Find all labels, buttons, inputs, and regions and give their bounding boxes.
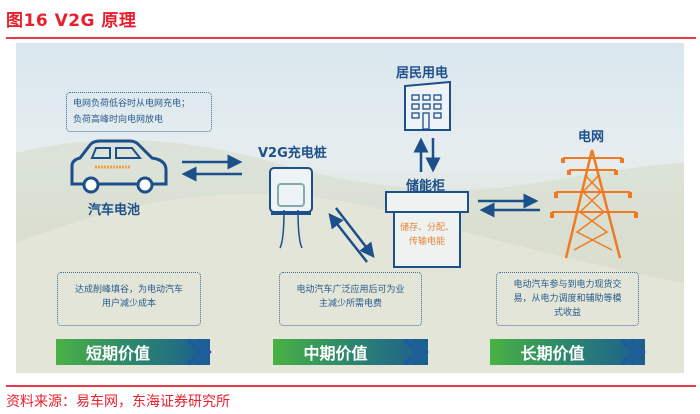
storage-cabinet-icon — [385, 191, 469, 268]
figure-title: 图16 V2G 原理 — [6, 11, 137, 31]
residential-building-icon — [404, 80, 451, 131]
desc-line: 易，从电力调度和辅助等模 — [513, 294, 622, 304]
source-note: 资料来源：易车网，东海证券研究所 — [6, 394, 230, 410]
storage-desc-line-1: 储存、分配、 — [399, 223, 454, 233]
banner-label: 长期价值 — [520, 344, 585, 363]
mid-term-value-banner: 中期价值 — [273, 339, 428, 365]
footer-divider — [6, 385, 696, 387]
car-icon — [70, 139, 168, 194]
desc-line: 电动汽车参与到电力现货交 — [513, 280, 622, 290]
desc-line: 用户减少成本 — [101, 299, 156, 309]
bidirectional-arrows-building-storage — [413, 137, 441, 173]
storage-description: 储存、分配、 传输电能 — [394, 221, 460, 249]
bidirectional-arrows-storage-grid — [478, 193, 540, 218]
chevron-icons — [186, 338, 646, 366]
short-term-value-banner: 短期价值 — [56, 339, 210, 365]
bubble-line-1: 电网负荷低谷时从电网充电； — [73, 99, 191, 109]
storage-desc-line-2: 传输电能 — [408, 237, 445, 247]
charger-label: V2G充电桩 — [258, 146, 327, 161]
short-term-description: 达成削峰填谷，为电动汽车 用户减少成本 — [57, 272, 201, 326]
desc-line: 达成削峰填谷，为电动汽车 — [74, 285, 183, 295]
power-tower-icon — [550, 149, 638, 259]
grid-label: 电网 — [578, 130, 605, 145]
desc-line: 式收益 — [553, 308, 581, 318]
charging-pile-icon — [269, 167, 313, 249]
title-divider — [6, 37, 696, 39]
desc-line: 主减少所需电费 — [318, 299, 382, 309]
desc-line: 电动汽车广泛应用后可为业 — [296, 285, 405, 295]
mid-term-description: 电动汽车广泛应用后可为业 主减少所需电费 — [279, 272, 422, 326]
bidirectional-arrows-charger-storage — [328, 207, 375, 263]
diagram-panel — [16, 43, 684, 373]
bidirectional-arrows-car-charger — [181, 154, 243, 182]
long-term-value-banner: 长期价值 — [490, 339, 645, 365]
bubble-line-2: 负荷高峰时向电网放电 — [73, 115, 164, 125]
residential-label: 居民用电 — [396, 66, 449, 81]
speech-bubble: 电网负荷低谷时从电网充电； 负荷高峰时向电网放电 — [66, 92, 212, 132]
banner-label: 中期价值 — [303, 344, 368, 363]
car-battery-label: 汽车电池 — [88, 203, 141, 218]
long-term-description: 电动汽车参与到电力现货交 易，从电力调度和辅助等模 式收益 — [496, 272, 639, 326]
banner-label: 短期价值 — [85, 344, 150, 363]
background-hills — [16, 140, 684, 373]
storage-label: 储能柜 — [406, 179, 446, 194]
